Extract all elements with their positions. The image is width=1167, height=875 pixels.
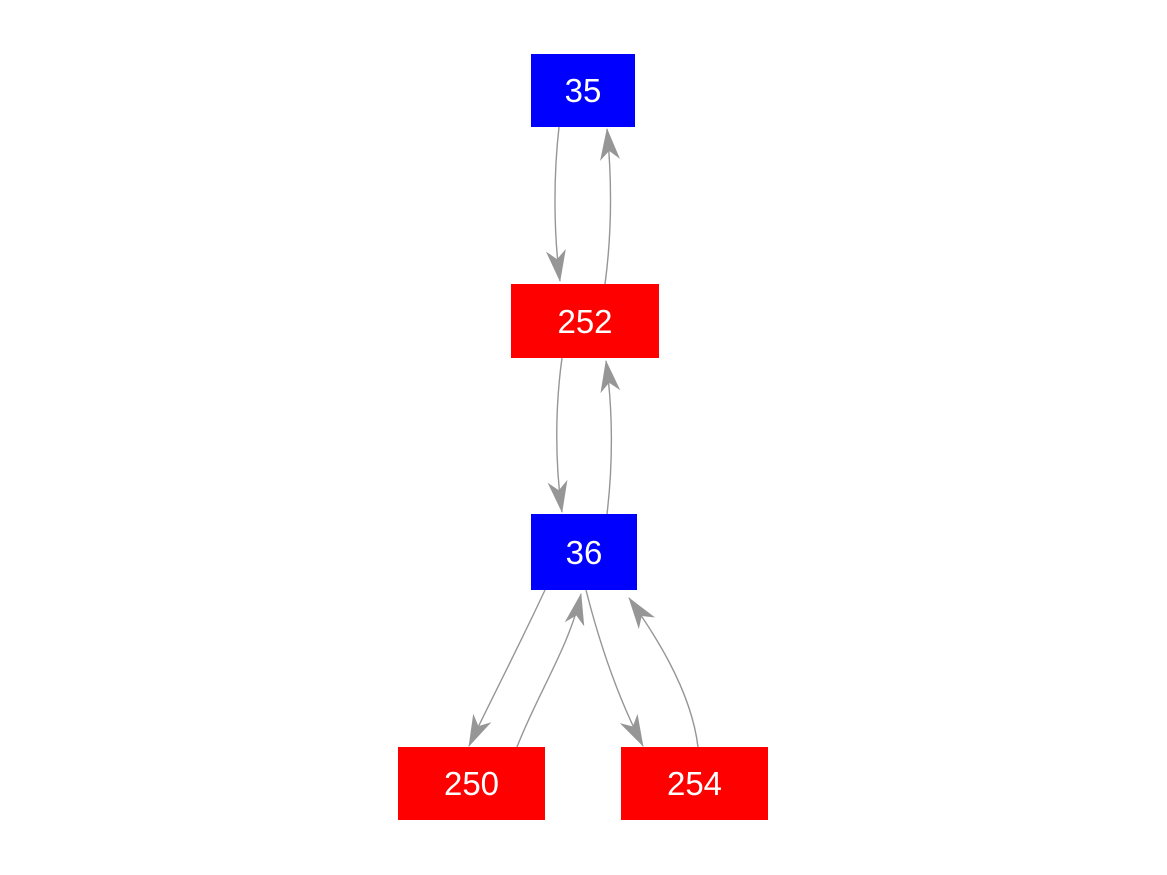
graph-node-250: 250 [398, 747, 545, 820]
graph-node-36: 36 [531, 514, 637, 590]
edge-36-to-250 [468, 589, 546, 747]
graph-node-label: 36 [565, 533, 603, 571]
edge-252-to-35 [600, 128, 620, 285]
graph-node-label: 254 [666, 765, 723, 802]
edge-35-to-252 [545, 126, 566, 282]
graph-node-252: 252 [511, 284, 659, 358]
edge-36-to-254 [585, 589, 644, 747]
graph-node-label: 250 [443, 765, 500, 802]
edge-group [468, 126, 699, 748]
edge-36-to-252 [600, 360, 621, 515]
graph-node-35: 35 [531, 54, 635, 127]
graph-node-label: 35 [564, 72, 602, 109]
graph-node-254: 254 [621, 747, 768, 820]
edge-254-to-36 [628, 597, 699, 748]
edge-252-to-36 [547, 357, 568, 513]
graph-node-label: 252 [557, 302, 613, 340]
edge-250-to-36 [516, 593, 585, 748]
